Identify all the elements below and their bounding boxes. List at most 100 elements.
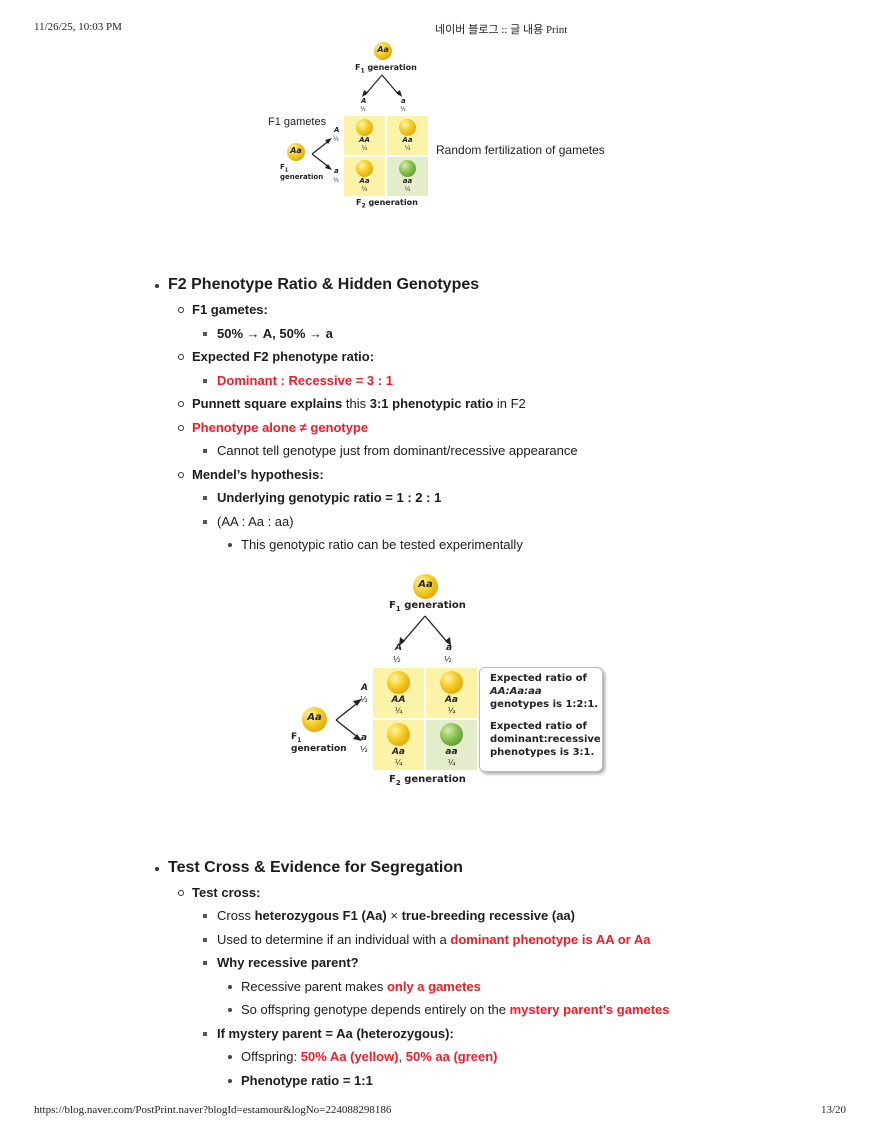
print-datetime: 11/26/25, 10:03 PM	[34, 21, 122, 33]
row-gamete-allele: a	[334, 167, 339, 175]
bullet-icon	[203, 914, 207, 918]
list-item: This genotypic ratio can be tested exper…	[228, 537, 523, 552]
bullet-icon	[203, 379, 207, 383]
yellow-pea-icon	[356, 160, 373, 177]
print-title: 네이버 블로그 :: 글 내용 Print	[435, 24, 568, 36]
punnett-cell: Aa ¼	[373, 720, 424, 770]
row-gamete-freq: ½	[360, 695, 368, 704]
f1-gametes-caption: F1 gametes	[268, 116, 327, 128]
punnett-cell: Aa ¼	[426, 668, 477, 718]
punnett-figure-1: Aa F1 generation A ½ a ½ F1 gametes Aa F…	[262, 40, 622, 212]
bullet-icon	[203, 449, 207, 453]
yellow-pea-icon	[387, 723, 410, 746]
bullet-icon	[203, 520, 207, 524]
bullet-icon	[228, 543, 232, 547]
bullet-icon	[203, 1032, 207, 1036]
col-gamete-allele: A	[395, 643, 402, 653]
bullet-icon	[155, 867, 159, 871]
side-generation-label: generation	[280, 173, 324, 181]
row-gamete-allele: A	[334, 126, 340, 134]
col-gamete-freq: ½	[400, 106, 406, 113]
split-arrows-icon	[311, 138, 332, 170]
list-item: Cannot tell genotype just from dominant/…	[203, 443, 578, 458]
bullet-icon	[155, 284, 159, 288]
list-item: F1 gametes:	[178, 302, 268, 317]
bullet-icon	[178, 472, 184, 478]
row-gamete-freq: ½	[333, 136, 339, 143]
bullet-icon	[228, 1008, 232, 1012]
list-item: Phenotype alone ≠ genotype	[178, 420, 368, 435]
section-heading: F2 Phenotype Ratio & Hidden Genotypes	[155, 276, 479, 294]
bullet-icon	[203, 938, 207, 942]
list-item: 50% → A, 50% → a	[203, 326, 333, 341]
split-arrows-icon	[335, 699, 362, 741]
bullet-icon	[228, 1055, 232, 1059]
yellow-pea-icon	[399, 119, 416, 136]
row-gamete-allele: A	[361, 683, 368, 693]
list-item: Expected F2 phenotype ratio:	[178, 349, 374, 364]
yellow-pea-icon	[356, 119, 373, 136]
list-item: Used to determine if an individual with …	[203, 932, 650, 947]
expected-ratio-callout: Expected ratio of AA:Aa:aa genotypes is …	[479, 667, 603, 772]
list-item: Underlying genotypic ratio = 1 : 2 : 1	[203, 490, 441, 505]
print-header: 11/26/25, 10:03 PM 네이버 블로그 :: 글 내용 Print	[0, 21, 880, 37]
punnett-cell: Aa ¼	[387, 116, 428, 155]
yellow-pea-icon	[440, 671, 463, 694]
col-gamete-allele: a	[446, 643, 453, 653]
col-gamete-allele: a	[401, 97, 406, 105]
parent-ball-icon: Aa	[287, 143, 305, 161]
list-item: Why recessive parent?	[203, 955, 359, 970]
list-item: Cross heterozygous F1 (Aa) × true-breedi…	[203, 908, 575, 923]
col-gamete-freq: ½	[393, 655, 401, 664]
side-f1-label: F1	[280, 163, 289, 174]
col-gamete-freq: ½	[360, 106, 366, 113]
f1-generation-label: F1 generation	[355, 63, 417, 75]
list-item: If mystery parent = Aa (heterozygous):	[203, 1026, 454, 1041]
bullet-icon	[178, 307, 184, 313]
f1-generation-label: F1 generation	[389, 600, 466, 613]
col-gamete-allele: A	[361, 97, 367, 105]
parent-ball-icon: Aa	[302, 707, 327, 732]
parent-ball-icon: Aa	[413, 574, 438, 599]
list-item: Mendel’s hypothesis:	[178, 467, 324, 482]
list-item: Test cross:	[178, 885, 260, 900]
row-gamete-allele: a	[361, 733, 368, 743]
list-item: (AA : Aa : aa)	[203, 514, 294, 529]
list-item: Offspring: 50% Aa (yellow), 50% aa (gree…	[228, 1049, 498, 1064]
bullet-icon	[228, 985, 232, 989]
punnett-cell: AA ¼	[373, 668, 424, 718]
col-gamete-freq: ½	[444, 655, 452, 664]
punnett-figure-2: Aa F1 generation A ½ a ½ Aa F1 generatio…	[285, 570, 610, 790]
split-arrows-icon	[399, 615, 451, 646]
green-pea-icon	[399, 160, 416, 177]
bullet-icon	[203, 496, 207, 500]
bullet-icon	[203, 332, 207, 336]
list-item: Punnett square explains this 3:1 phenoty…	[178, 396, 526, 411]
bullet-icon	[178, 354, 184, 360]
list-item: Recessive parent makes only a gametes	[228, 979, 481, 994]
row-gamete-freq: ½	[333, 177, 339, 184]
f2-generation-label: F2 generation	[389, 774, 466, 787]
random-fertilization-caption: Random fertilization of gametes	[436, 143, 605, 157]
list-item: So offspring genotype depends entirely o…	[228, 1002, 670, 1017]
green-pea-icon	[440, 723, 463, 746]
parent-ball-icon: Aa	[374, 42, 392, 60]
print-url: https://blog.naver.com/PostPrint.naver?b…	[34, 1104, 392, 1116]
punnett-cell: AA ¼	[344, 116, 385, 155]
f2-generation-label: F2 generation	[356, 198, 418, 210]
split-arrows-icon	[362, 74, 402, 97]
list-item: Dominant : Recessive = 3 : 1	[203, 373, 393, 388]
page-number: 13/20	[820, 1104, 846, 1116]
punnett-cell: aa ¼	[387, 157, 428, 196]
side-generation-label: generation	[291, 744, 347, 754]
section-heading: Test Cross & Evidence for Segregation	[155, 859, 463, 877]
side-f1-label: F1	[291, 732, 302, 744]
print-footer: https://blog.naver.com/PostPrint.naver?b…	[0, 1104, 880, 1120]
bullet-icon	[203, 961, 207, 965]
bullet-icon	[178, 401, 184, 407]
row-gamete-freq: ½	[360, 745, 368, 754]
bullet-icon	[228, 1079, 232, 1083]
list-item: Phenotype ratio = 1:1	[228, 1073, 373, 1088]
bullet-icon	[178, 425, 184, 431]
punnett-cell: aa ¼	[426, 720, 477, 770]
